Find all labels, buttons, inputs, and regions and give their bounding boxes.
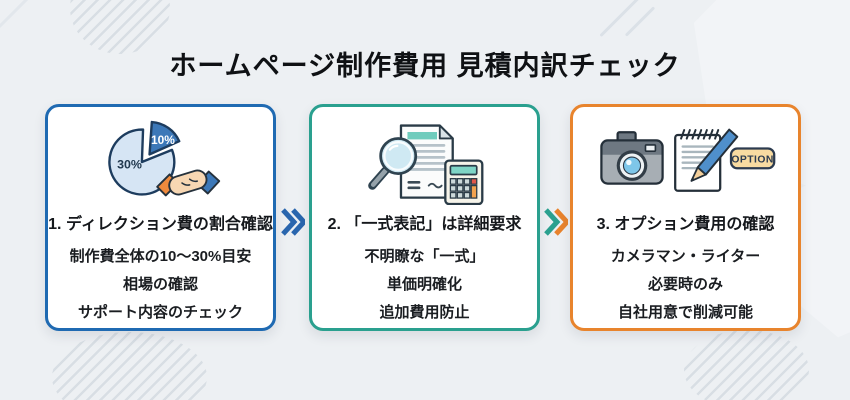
card-body: 制作費全体の10〜30%目安 相場の確認 サポート内容のチェック <box>70 243 252 327</box>
stripe-pattern-bottom-left <box>52 332 207 400</box>
stripe-pattern-bottom-right <box>684 330 809 400</box>
card-line: 制作費全体の10〜30%目安 <box>69 248 252 265</box>
pie-small-slice-label: 10% <box>150 133 174 147</box>
card-direction-fee: 30% 10% 1. ディレクション費の割合確認 制作費全体の10〜30%目安 … <box>45 104 276 331</box>
page-title: ホームページ制作費用 見積内訳チェック <box>169 51 681 81</box>
double-chevron-arrow-icon <box>281 208 305 236</box>
card-body: 不明瞭な「一式」 単価明確化 追加費用防止 <box>364 243 484 327</box>
diagonal-accent-line <box>599 0 643 38</box>
option-badge-label: OPTION <box>731 154 773 165</box>
double-chevron-arrow-icon <box>544 208 568 236</box>
card-title: 2. 「一式表記」は詳細要求 <box>327 216 522 233</box>
card-line: 必要時のみ <box>647 276 723 293</box>
card-title: 1. ディレクション費の割合確認 <box>48 216 273 233</box>
card-line: カメラマン・ライター <box>610 248 761 265</box>
card-body: カメラマン・ライター 必要時のみ 自社用意で削減可能 <box>611 243 760 327</box>
card-option-fee: OPTION 3. オプション費用の確認 カメラマン・ライター 必要時のみ 自社… <box>570 104 801 331</box>
diagonal-accent-line <box>0 0 32 29</box>
pie-large-slice-label: 30% <box>117 158 142 172</box>
pie-chart-handshake-icon: 30% 10% <box>98 117 224 207</box>
diagonal-accent-line <box>624 6 656 37</box>
camera-notepad-pen-icon: OPTION <box>596 117 776 207</box>
card-line: 相場の確認 <box>122 276 198 293</box>
card-lump-sum-detail: 2. 「一式表記」は詳細要求 不明瞭な「一式」 単価明確化 追加費用防止 <box>309 104 540 331</box>
card-line: 単価明確化 <box>386 276 462 293</box>
card-line: サポート内容のチェック <box>77 304 243 321</box>
document-magnifier-calculator-icon <box>364 117 486 207</box>
card-line: 自社用意で削減可能 <box>617 304 753 321</box>
card-line: 追加費用防止 <box>379 304 470 321</box>
card-line: 不明瞭な「一式」 <box>364 248 485 265</box>
card-title: 3. オプション費用の確認 <box>596 216 775 233</box>
